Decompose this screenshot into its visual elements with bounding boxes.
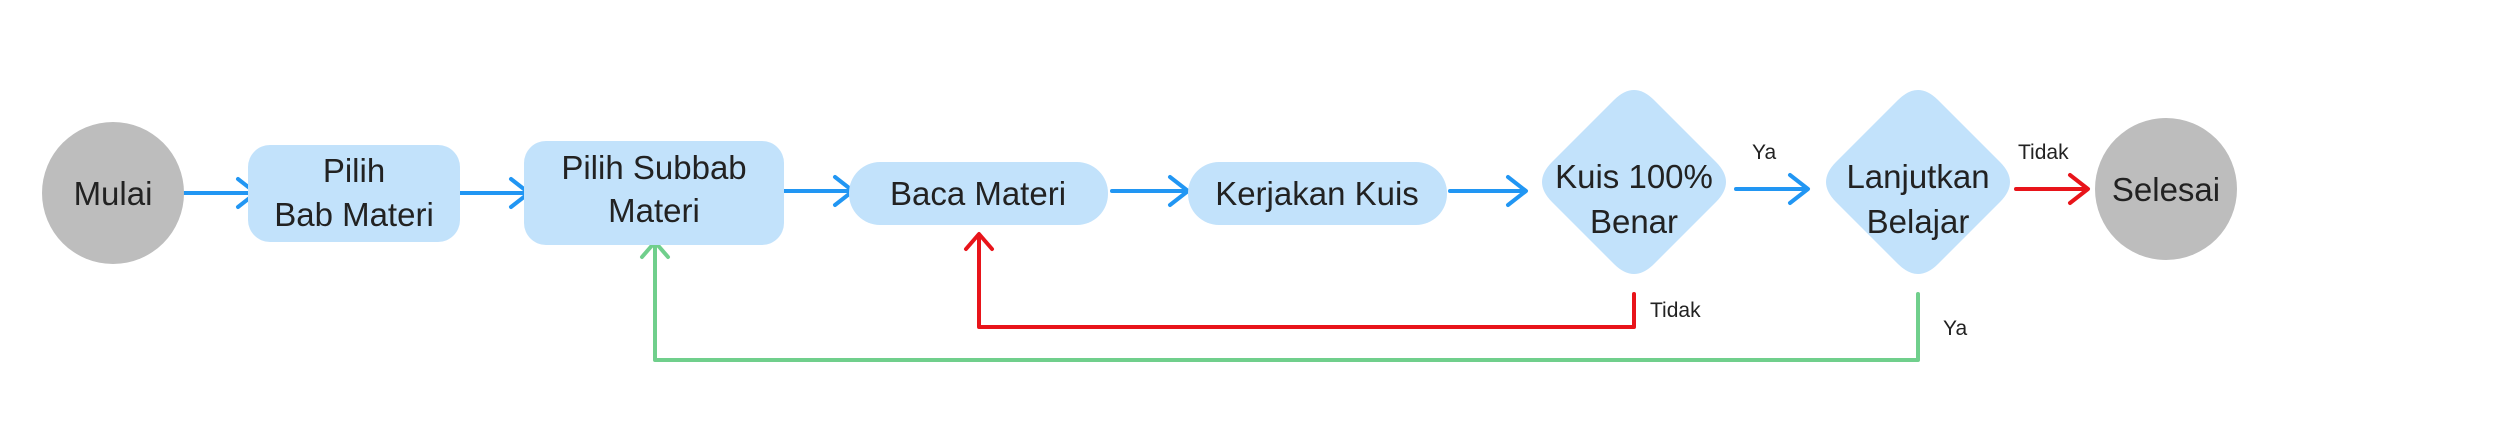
edge-kerjakan-kuis-to-kuis-benar xyxy=(1448,175,1528,207)
lanjutkan-belajar-decision-shape xyxy=(1826,90,2010,274)
pilih-subbab-materi-shape xyxy=(524,141,784,245)
start-node-label: Mulai xyxy=(74,175,153,212)
edge-lanjutkan-to-selesai-tidak xyxy=(2014,173,2090,205)
pilih-bab-materi-label-line2: Bab Materi xyxy=(274,196,434,233)
lanjutkan-belajar-label-line1: Lanjutkan xyxy=(1846,158,1989,195)
edge-kuis-benar-to-baca-materi-tidak xyxy=(964,232,1636,329)
edge-mulai-to-pilih-bab xyxy=(182,177,258,209)
edge-pilih-bab-to-pilih-subbab xyxy=(458,177,531,209)
edge-kuis-benar-to-lanjutkan-ya xyxy=(1734,173,1810,205)
edge-label-lanjutkan-ya: Ya xyxy=(1943,317,1967,340)
edge-label-kuis-tidak: Tidak xyxy=(1650,299,1701,322)
end-node-shape xyxy=(2095,118,2237,260)
kuis-benar-label-line1: Kuis 100% xyxy=(1555,158,1713,195)
lanjutkan-belajar-decision-node: Lanjutkan Belajar xyxy=(1826,90,2010,274)
edge-pilih-subbab-to-baca-materi xyxy=(782,175,855,207)
pilih-bab-materi-label-line1: Pilih xyxy=(323,152,385,189)
edge-lanjutkan-to-pilih-subbab-ya xyxy=(640,240,1920,362)
pilih-subbab-materi-label-line1: Pilih Subbab xyxy=(561,149,746,186)
baca-materi-label: Baca Materi xyxy=(890,175,1066,212)
start-node-shape xyxy=(42,122,184,264)
kuis-benar-label-line2: Benar xyxy=(1590,203,1678,240)
lanjutkan-belajar-label-line2: Belajar xyxy=(1867,203,1970,240)
kuis-benar-decision-node: Kuis 100% Benar xyxy=(1542,90,1726,274)
pilih-bab-materi-node: Pilih Bab Materi xyxy=(248,145,460,242)
kerjakan-kuis-node: Kerjakan Kuis xyxy=(1188,162,1447,225)
edge-label-lanjutkan-tidak: Tidak xyxy=(2018,141,2069,164)
pilih-subbab-materi-node: Pilih Subbab Materi xyxy=(524,141,784,245)
start-node: Mulai xyxy=(42,122,184,264)
end-node: Selesai xyxy=(2095,118,2237,260)
kerjakan-kuis-shape xyxy=(1188,162,1447,225)
kuis-benar-decision-shape xyxy=(1542,90,1726,274)
pilih-subbab-materi-label-line2: Materi xyxy=(608,192,700,229)
edge-label-kuis-ya: Ya xyxy=(1752,141,1776,164)
baca-materi-shape xyxy=(849,162,1108,225)
edge-baca-materi-to-kerjakan-kuis xyxy=(1110,175,1190,207)
end-node-label: Selesai xyxy=(2112,171,2220,208)
kerjakan-kuis-label: Kerjakan Kuis xyxy=(1215,175,1419,212)
baca-materi-node: Baca Materi xyxy=(849,162,1108,225)
pilih-bab-materi-shape xyxy=(248,145,460,242)
